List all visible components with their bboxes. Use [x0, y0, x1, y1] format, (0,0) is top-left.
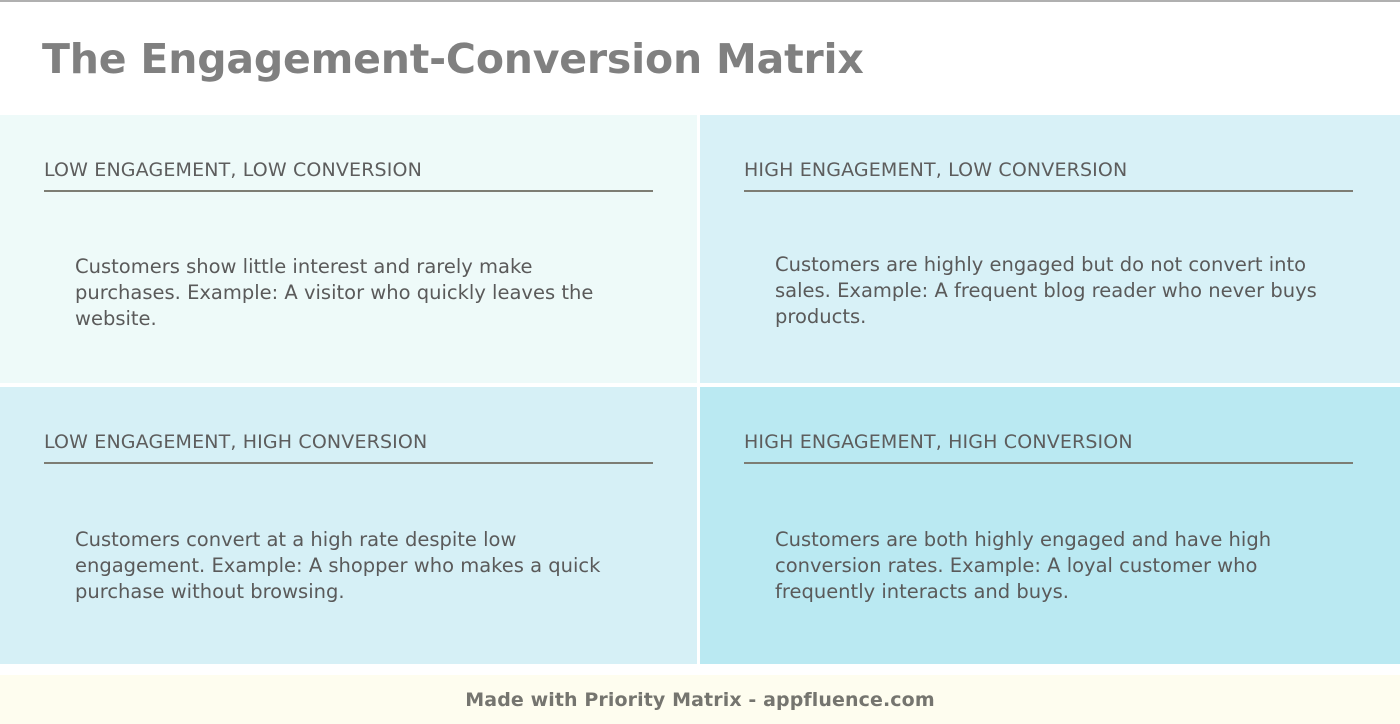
quadrant-high-engagement-high-conversion[interactable]: HIGH ENGAGEMENT, HIGH CONVERSION Custome… — [700, 387, 1400, 664]
page-header: The Engagement-Conversion Matrix — [0, 2, 1400, 115]
quadrant-body-text: Customers are highly engaged but do not … — [775, 253, 1317, 328]
footer-spacer — [0, 664, 1400, 675]
quadrant-low-engagement-low-conversion[interactable]: LOW ENGAGEMENT, LOW CONVERSION Customers… — [0, 115, 700, 387]
quadrant-header: LOW ENGAGEMENT, HIGH CONVERSION — [44, 431, 653, 464]
quadrant-low-engagement-high-conversion[interactable]: LOW ENGAGEMENT, HIGH CONVERSION Customer… — [0, 387, 700, 664]
quadrant-body-text: Customers are both highly engaged and ha… — [775, 528, 1272, 603]
page-footer: Made with Priority Matrix - appfluence.c… — [0, 675, 1400, 724]
quadrant-header: LOW ENGAGEMENT, LOW CONVERSION — [44, 159, 653, 192]
page-title: The Engagement-Conversion Matrix — [42, 34, 864, 83]
quadrant-high-engagement-low-conversion[interactable]: HIGH ENGAGEMENT, LOW CONVERSION Customer… — [700, 115, 1400, 387]
engagement-conversion-matrix: LOW ENGAGEMENT, LOW CONVERSION Customers… — [0, 115, 1400, 664]
quadrant-body-text: Customers convert at a high rate despite… — [75, 528, 601, 603]
footer-attribution[interactable]: Made with Priority Matrix - appfluence.c… — [465, 688, 935, 711]
quadrant-header: HIGH ENGAGEMENT, LOW CONVERSION — [744, 159, 1353, 192]
quadrant-body-text: Customers show little interest and rarel… — [75, 255, 594, 330]
quadrant-header: HIGH ENGAGEMENT, HIGH CONVERSION — [744, 431, 1353, 464]
